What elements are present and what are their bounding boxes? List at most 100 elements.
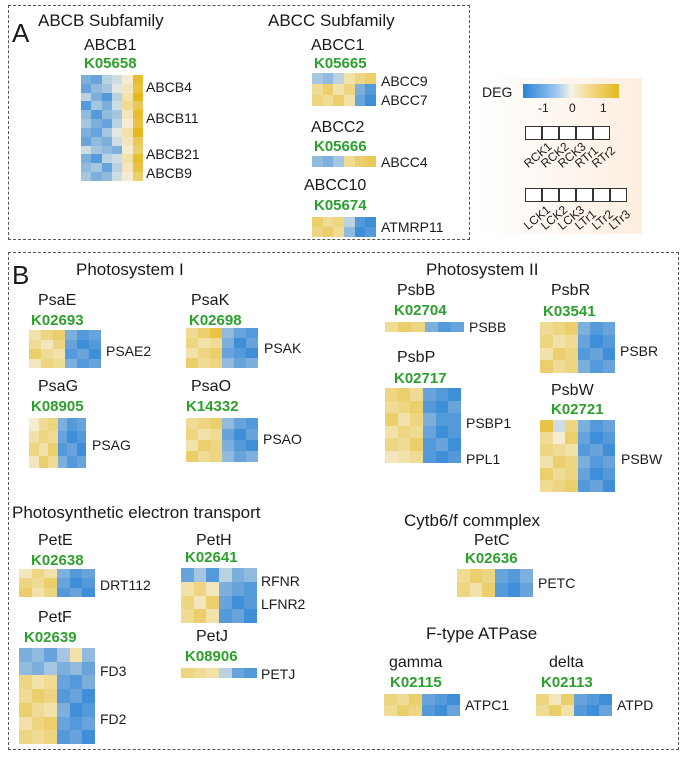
heat-cell <box>91 136 102 146</box>
heat-cell <box>111 163 123 173</box>
heat-cell <box>246 338 258 348</box>
heat-cell <box>561 694 574 705</box>
heat-cell <box>435 438 449 451</box>
heat-cell <box>122 172 133 181</box>
heat-cell <box>312 156 323 167</box>
panel-a <box>8 5 470 240</box>
heat-cell <box>552 432 565 444</box>
heat-cell <box>31 730 45 744</box>
heat-cell <box>82 675 95 690</box>
heat-cell <box>53 330 65 340</box>
row-atmrp11: ATMRP11 <box>381 219 444 235</box>
heat-cell <box>91 127 102 137</box>
heat-cell <box>434 705 448 716</box>
heat-cell <box>69 675 83 690</box>
gene-abcc2: ABCC2 <box>311 119 365 136</box>
lck-sample-box <box>559 188 576 202</box>
heat-cell <box>397 413 411 426</box>
legend-tick-1: 1 <box>600 101 607 115</box>
heat-cell <box>333 95 344 106</box>
heat-cell <box>385 322 399 332</box>
heat-cell <box>457 569 470 583</box>
heat-cell <box>57 648 70 662</box>
heat-cell <box>344 156 355 167</box>
heat-cell <box>186 358 198 368</box>
gene-delta: delta <box>549 654 584 671</box>
heat-cell <box>101 92 112 102</box>
heat-cell <box>434 694 448 705</box>
heat-cell <box>344 227 355 237</box>
heat-cell <box>19 730 32 744</box>
ko-psag: K08905 <box>31 398 84 415</box>
heat-cell <box>82 661 95 676</box>
heat-cell <box>82 648 95 662</box>
heat-cell <box>101 154 112 164</box>
heatmap-psbw <box>540 420 615 492</box>
ko-psbp: K02717 <box>394 370 447 387</box>
legend-tick-0: 0 <box>569 101 576 115</box>
ko-petc: K02636 <box>465 550 518 567</box>
heat-cell <box>77 339 89 349</box>
heat-cell <box>423 413 436 426</box>
gene-petf: PetF <box>38 609 72 626</box>
heat-cell <box>210 328 222 338</box>
heat-cell <box>219 581 232 596</box>
heat-cell <box>206 568 219 582</box>
row-atpd: ATPD <box>617 697 654 713</box>
heat-cell <box>365 84 376 95</box>
heat-cell <box>31 569 45 579</box>
heat-cell <box>469 569 483 583</box>
heat-cell <box>67 430 77 443</box>
heat-cell <box>577 456 590 468</box>
heat-cell <box>234 451 246 462</box>
heat-cell <box>19 716 32 731</box>
heat-cell <box>19 689 32 703</box>
heatmap-abcc1 <box>312 73 376 106</box>
heat-cell <box>365 156 376 167</box>
heat-cell <box>552 334 565 348</box>
heat-cell <box>344 217 355 227</box>
heat-cell <box>132 172 143 181</box>
heat-cell <box>540 456 553 468</box>
ko-abcb1: K05658 <box>84 55 137 72</box>
heat-cell <box>193 581 207 596</box>
heat-cell <box>91 172 102 181</box>
heat-cell <box>57 730 70 744</box>
heat-cell <box>181 668 194 678</box>
heat-cell <box>210 451 222 462</box>
heat-cell <box>44 587 57 597</box>
ko-gamma: K02115 <box>390 674 442 691</box>
heat-cell <box>586 694 600 705</box>
heat-cell <box>82 587 95 597</box>
heat-cell <box>590 360 603 373</box>
gene-psae: PsaE <box>38 292 77 309</box>
heat-cell <box>344 95 355 106</box>
heat-cell <box>244 568 257 582</box>
heat-cell <box>231 568 245 582</box>
heat-cell <box>69 689 83 703</box>
heat-cell <box>91 154 102 164</box>
section-photosystem-ii: Photosystem II <box>426 260 539 279</box>
heat-cell <box>552 360 565 373</box>
rck-sample-box <box>525 126 542 140</box>
heat-cell <box>409 694 422 705</box>
heat-cell <box>602 432 615 444</box>
heat-cell <box>44 661 57 676</box>
heat-cell <box>354 84 366 95</box>
heat-cell <box>565 420 578 432</box>
heat-cell <box>29 443 39 456</box>
heat-cell <box>548 694 562 705</box>
heat-cell <box>322 84 334 95</box>
heat-cell <box>198 440 210 451</box>
heat-cell <box>590 322 603 335</box>
ko-abcc1: K05665 <box>314 55 367 72</box>
heat-cell <box>31 587 45 597</box>
heat-cell <box>410 413 423 426</box>
heat-cell <box>565 347 578 361</box>
heat-cell <box>234 429 246 440</box>
heat-cell <box>91 83 102 93</box>
heat-cell <box>385 438 398 451</box>
heat-cell <box>246 440 258 451</box>
heat-cell <box>186 328 198 338</box>
heat-cell <box>552 480 565 492</box>
